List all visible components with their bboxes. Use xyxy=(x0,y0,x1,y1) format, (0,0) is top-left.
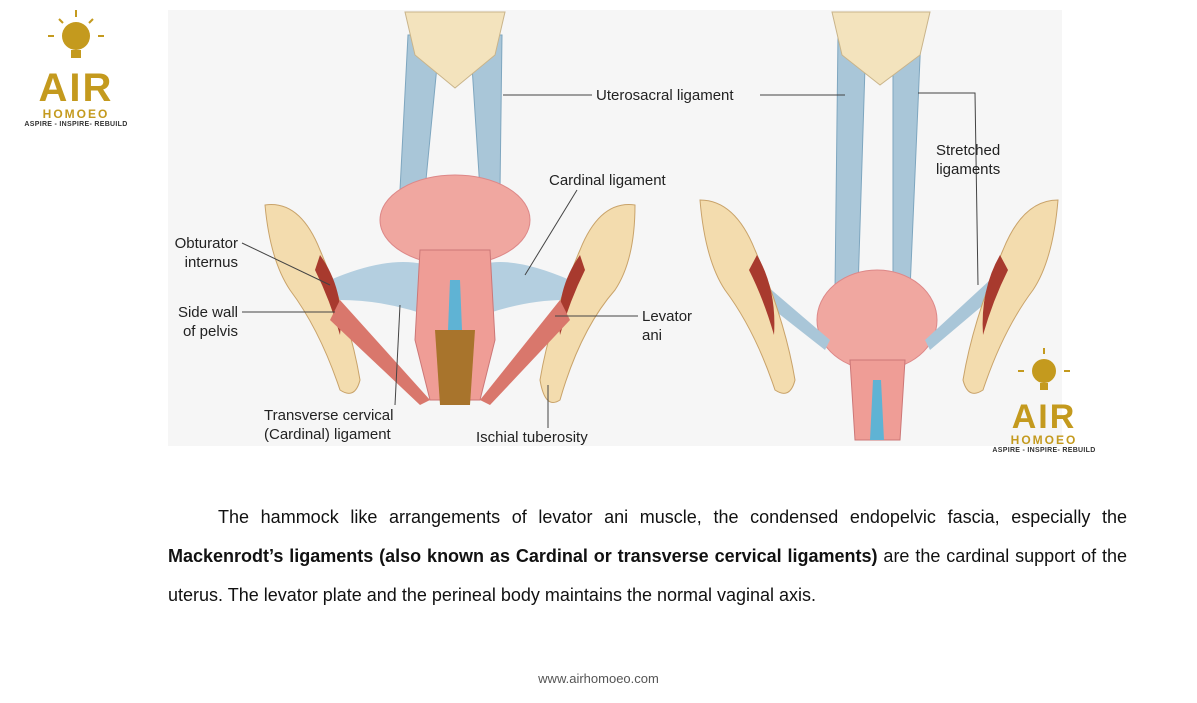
body-text-intro: The hammock like arrangements of levator… xyxy=(218,507,1127,527)
label-stretched-ligaments: Stretched ligaments xyxy=(936,141,1000,179)
body-paragraph: The hammock like arrangements of levator… xyxy=(168,498,1127,615)
label-obturator-internus: Obturator internus xyxy=(166,234,238,272)
leader-lines xyxy=(241,92,979,428)
label-cardinal-ligament: Cardinal ligament xyxy=(549,172,666,189)
label-ischial-tuberosity: Ischial tuberosity xyxy=(476,429,588,446)
label-line: (Cardinal) ligament xyxy=(264,426,391,443)
label-line: internus xyxy=(184,254,238,271)
logo-sub: HOMOEO xyxy=(1010,433,1078,447)
left-diagram xyxy=(264,11,636,405)
air-homoeo-logo-watermark: AIR HOMOEO ASPIRE - INSPIRE- REBUILD xyxy=(990,346,1098,454)
right-diagram xyxy=(699,11,1059,441)
logo-tagline: ASPIRE - INSPIRE- REBUILD xyxy=(992,447,1096,454)
label-line: Stretched xyxy=(936,142,1001,159)
air-homoeo-logo: AIR HOMOEO ASPIRE - INSPIRE- REBUILD xyxy=(22,8,130,128)
body-text-rest: are the cardinal support of the uterus. … xyxy=(168,546,1127,605)
logo-sub: HOMOEO xyxy=(42,107,110,121)
logo-brand: AIR xyxy=(38,66,114,110)
label-line: ani xyxy=(642,327,663,344)
label-uterosacral-ligament: Uterosacral ligament xyxy=(596,87,734,104)
label-transverse-cervical-ligament: Transverse cervical (Cardinal) ligament xyxy=(264,406,393,444)
footer-url: www.airhomoeo.com xyxy=(538,671,659,686)
logo-tagline: ASPIRE - INSPIRE- REBUILD xyxy=(24,121,128,128)
label-line: Side wall xyxy=(177,304,238,321)
label-side-wall-of-pelvis: Side wall of pelvis xyxy=(170,303,238,341)
label-line: of pelvis xyxy=(182,323,238,340)
body-text-bold: Mackenrodt’s ligaments (also known as Ca… xyxy=(168,546,878,566)
lightbulb-icon xyxy=(48,10,104,58)
logo-brand: AIR xyxy=(1011,398,1077,436)
label-line: ligaments xyxy=(936,161,1001,178)
label-line: Transverse cervical xyxy=(264,407,394,424)
lightbulb-icon xyxy=(1018,348,1070,390)
label-line: Levator xyxy=(642,308,693,325)
label-levator-ani: Levator ani xyxy=(642,307,692,345)
label-line: Obturator xyxy=(174,235,238,252)
